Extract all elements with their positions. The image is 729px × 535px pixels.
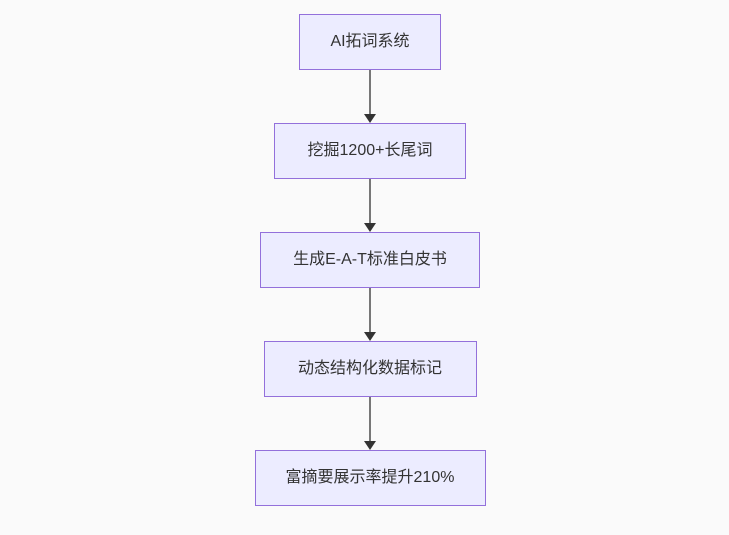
flow-node-label: AI拓词系统 <box>330 33 410 50</box>
flow-node-label: 富摘要展示率提升210% <box>285 469 455 486</box>
flow-node-longtail-keyword-mining: 挖掘1200+长尾词 <box>274 123 466 179</box>
arrow-down-icon <box>364 288 376 341</box>
flow-node-eat-standard-whitepaper: 生成E-A-T标准白皮书 <box>260 232 480 288</box>
flow-node-label: 挖掘1200+长尾词 <box>307 142 433 159</box>
arrow-down-icon <box>364 397 376 450</box>
arrow-line <box>369 179 371 223</box>
arrow-line <box>369 397 371 441</box>
arrow-head <box>364 223 376 232</box>
flow-node-rich-snippet-rate-increase: 富摘要展示率提升210% <box>254 450 486 506</box>
flow-node-label: 动态结构化数据标记 <box>297 360 442 377</box>
arrow-head <box>364 114 376 123</box>
arrow-down-icon <box>364 70 376 123</box>
flow-node-label: 生成E-A-T标准白皮书 <box>293 251 447 268</box>
arrow-line <box>369 70 371 114</box>
flow-node-ai-word-expansion-system: AI拓词系统 <box>299 14 441 70</box>
arrow-head <box>364 441 376 450</box>
arrow-head <box>364 332 376 341</box>
flow-node-dynamic-structured-data-markup: 动态结构化数据标记 <box>263 341 477 397</box>
flowchart-column: AI拓词系统 挖掘1200+长尾词 生成E-A-T标准白皮书 动态结构化数据标记 <box>0 14 729 506</box>
arrow-line <box>369 288 371 332</box>
arrow-down-icon <box>364 179 376 232</box>
